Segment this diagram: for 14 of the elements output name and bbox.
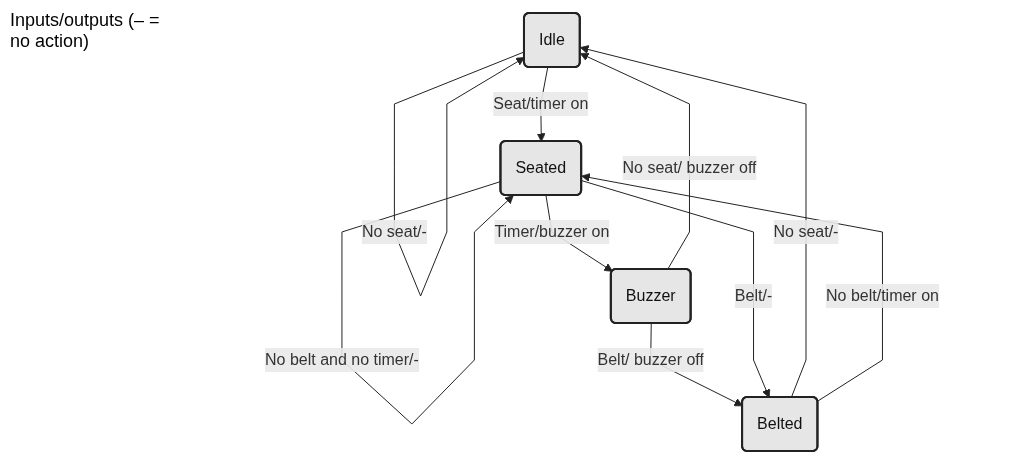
arrow bbox=[579, 44, 807, 398]
edge-label: No seat/- bbox=[773, 222, 838, 240]
edge-label: Timer/buzzer on bbox=[493, 222, 609, 240]
edge-label: Belt/- bbox=[734, 286, 772, 304]
arrow bbox=[580, 172, 883, 402]
edge-label: No belt and no timer/- bbox=[264, 350, 419, 368]
edge-label: Belt/ buzzer off bbox=[597, 350, 704, 368]
note: Inputs/outputs (– = no action) bbox=[10, 10, 161, 52]
arrow bbox=[580, 179, 770, 398]
edge-label: No seat/ buzzer off bbox=[622, 158, 757, 176]
edge-label: No belt/timer on bbox=[825, 286, 939, 304]
edge-label: No seat/- bbox=[361, 222, 427, 240]
edge-label: Seat/timer on bbox=[492, 94, 588, 112]
arrow bbox=[579, 52, 690, 270]
